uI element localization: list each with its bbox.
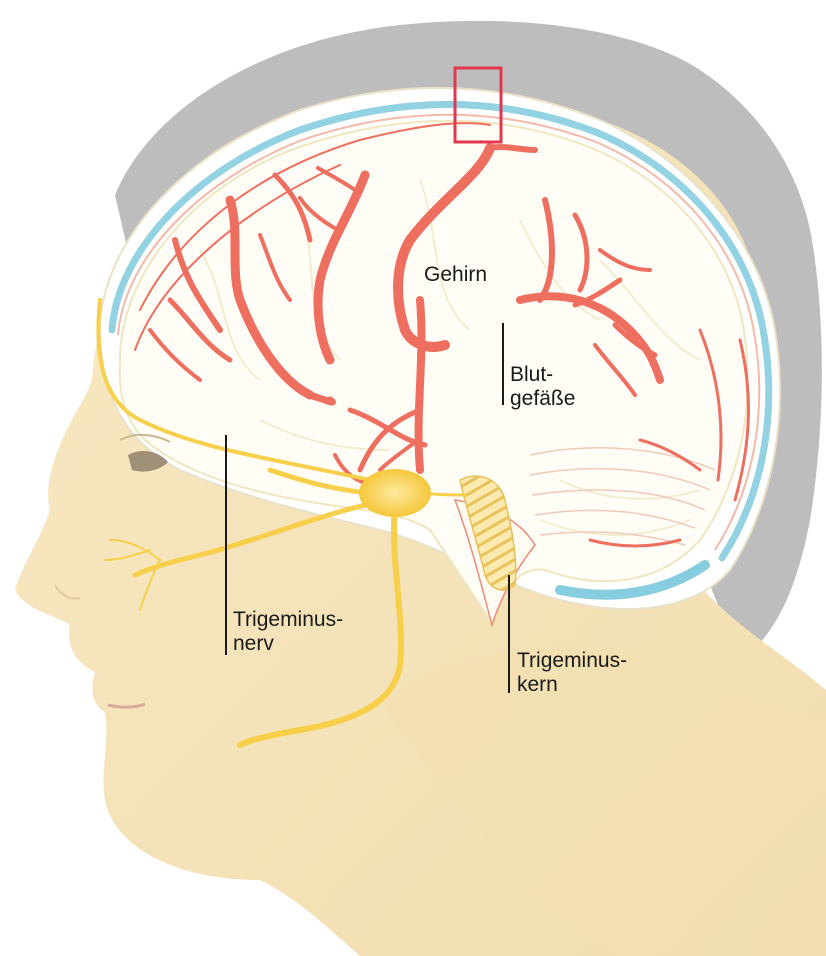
- trigeminal-ganglion: [359, 469, 431, 517]
- vessels-label: Blut- gefäße: [510, 363, 575, 411]
- brain-label: Gehirn: [424, 263, 487, 287]
- trigeminal-nucleus-label: Trigeminus- kern: [517, 649, 627, 697]
- trigeminal-nucleus-leader-line: [508, 575, 510, 693]
- trigeminal-nerve-label: Trigeminus- nerv: [233, 608, 343, 656]
- vessels-leader-line: [502, 323, 504, 405]
- trigeminal-nerve-leader-line: [225, 435, 227, 655]
